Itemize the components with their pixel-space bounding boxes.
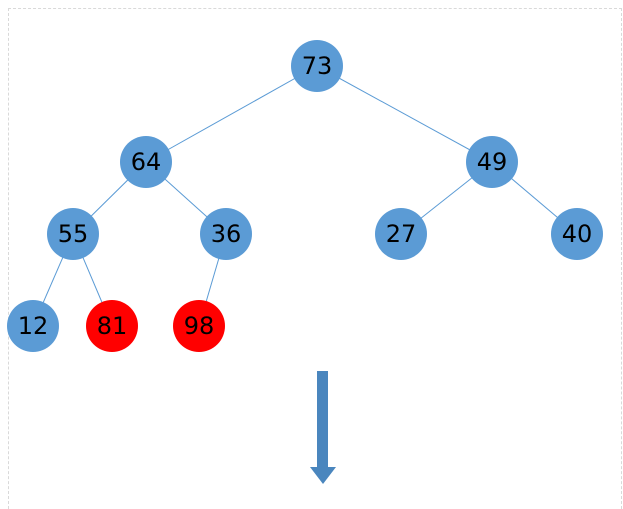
tree-node-label: 73: [302, 52, 333, 80]
tree-node-55: 55: [47, 208, 99, 260]
tree-node-circle: [466, 136, 518, 188]
tree-edge: [316, 65, 493, 163]
tree-node-circle: [291, 40, 343, 92]
tree-node-36: 36: [200, 208, 252, 260]
arrow-shaft: [317, 371, 328, 468]
tree-node-64: 64: [120, 136, 172, 188]
tree-node-40: 40: [551, 208, 603, 260]
tree-node-label: 49: [477, 148, 508, 176]
tree-node-73: 73: [291, 40, 343, 92]
tree-node-label: 40: [562, 220, 593, 248]
tree-node-27: 27: [375, 208, 427, 260]
tree-node-label: 27: [386, 220, 417, 248]
tree-node-circle: [375, 208, 427, 260]
tree-node-label: 64: [131, 148, 162, 176]
down-arrow-icon: [310, 371, 336, 484]
tree-node-label: 36: [211, 220, 242, 248]
tree-node-circle: [7, 300, 59, 352]
tree-node-circle: [47, 208, 99, 260]
tree-edge: [145, 65, 318, 163]
frame-border: [8, 8, 622, 509]
nodes-layer: 73 64 49 55 36 27 40 12 81 98: [7, 40, 603, 352]
tree-node-label: 98: [184, 312, 215, 340]
edges-layer: [32, 65, 578, 327]
tree-node-98: 98: [173, 300, 225, 352]
tree-node-81: 81: [86, 300, 138, 352]
tree-node-49: 49: [466, 136, 518, 188]
tree-node-label: 55: [58, 220, 89, 248]
tree-node-circle: [551, 208, 603, 260]
tree-node-label: 81: [97, 312, 128, 340]
tree-node-12: 12: [7, 300, 59, 352]
tree-node-circle: [120, 136, 172, 188]
arrow-head: [310, 467, 336, 484]
tree-node-circle: [86, 300, 138, 352]
tree-node-circle: [173, 300, 225, 352]
tree-node-label: 12: [18, 312, 49, 340]
tree-node-circle: [200, 208, 252, 260]
